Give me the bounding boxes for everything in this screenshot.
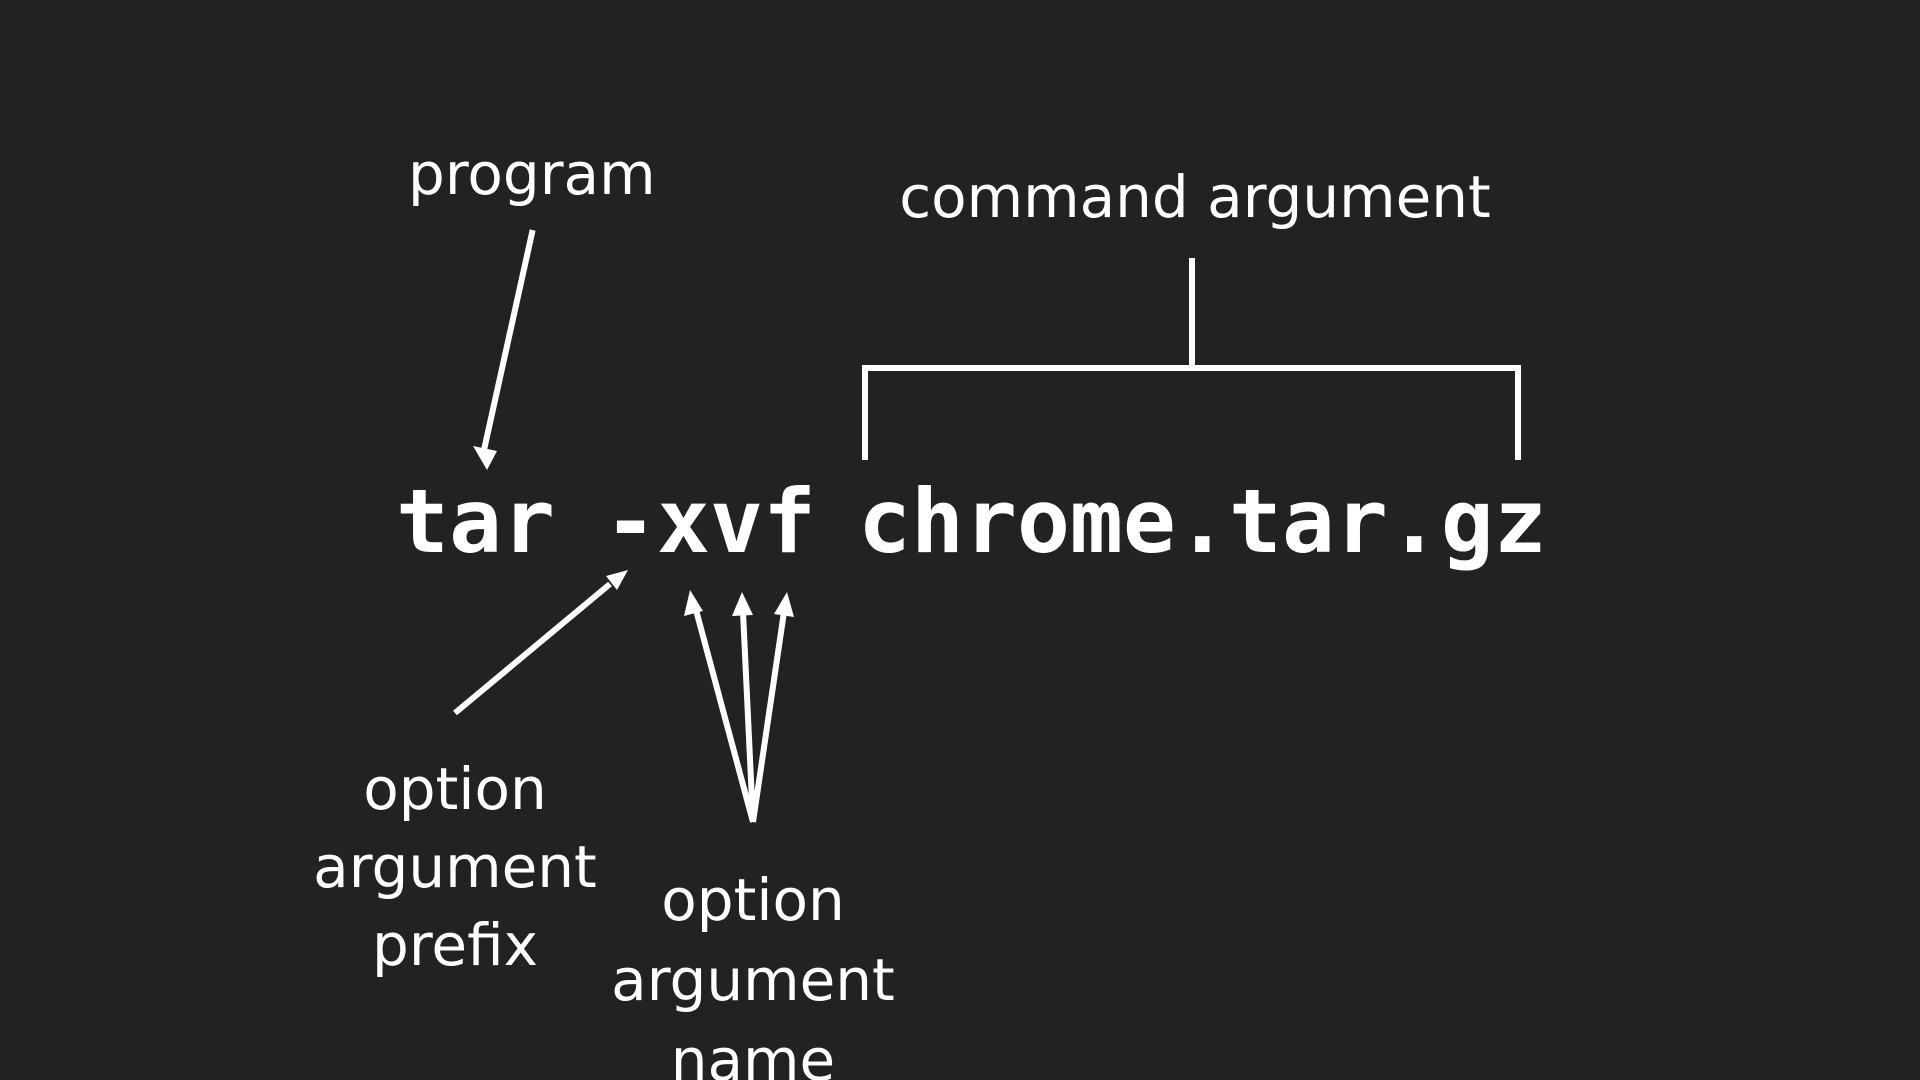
option-prefix-label-line-3: prefix	[372, 911, 538, 979]
command-argument-label: command argument	[899, 163, 1491, 231]
option-name-label-line-3: name	[670, 1026, 836, 1080]
option-prefix-label: option argument prefix	[300, 750, 610, 984]
command-program: tar	[396, 470, 555, 573]
command-argument: chrome.tar.gz	[858, 470, 1547, 573]
option-prefix-label-line-1: option	[363, 755, 547, 823]
option-prefix-arrow	[453, 570, 628, 716]
command-option: -xvf	[604, 470, 816, 573]
program-label: program	[408, 140, 656, 208]
command-argument-bracket	[862, 258, 1521, 460]
option-name-label: option argument name	[598, 860, 908, 1080]
option-name-label-line-1: option	[661, 866, 845, 934]
option-prefix-label-line-2: argument	[313, 833, 597, 901]
option-name-label-line-2: argument	[611, 946, 895, 1014]
option-name-arrows	[684, 590, 794, 823]
program-arrow	[473, 229, 536, 470]
